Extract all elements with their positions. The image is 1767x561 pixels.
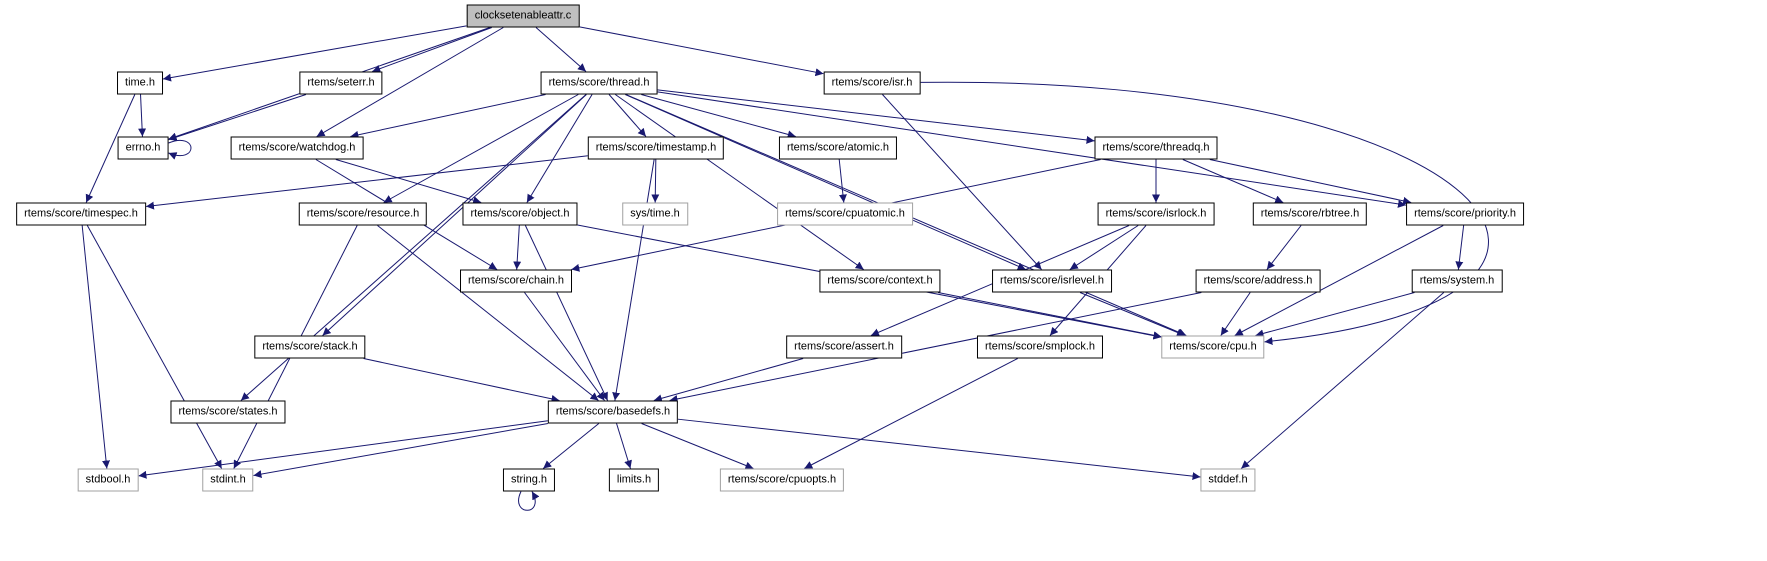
include-edge-thread-to-threadq	[657, 89, 1095, 144]
include-edge-assert-to-basedefs	[653, 358, 804, 403]
include-edge-timestamp-to-timespec	[145, 155, 589, 210]
include-edge-rbtree-to-address	[1266, 225, 1302, 270]
include-edge-basedefs-to-cpuopts	[641, 423, 754, 470]
graph-node-stack[interactable]: rtems/score/stack.h	[254, 335, 366, 359]
include-edge-resource-to-basedefs	[377, 225, 599, 401]
graph-node-isrlock[interactable]: rtems/score/isrlock.h	[1097, 202, 1215, 226]
include-edge-context-to-cpu	[937, 292, 1162, 340]
include-edge-basedefs-to-stddef	[677, 418, 1201, 481]
graph-node-resource[interactable]: rtems/score/resource.h	[298, 202, 428, 226]
graph-node-stddef[interactable]: stddef.h	[1200, 468, 1256, 492]
graph-node-object[interactable]: rtems/score/object.h	[462, 202, 578, 226]
graph-node-isrlevel[interactable]: rtems/score/isrlevel.h	[992, 269, 1112, 293]
include-edge-time-to-timespec	[85, 94, 136, 203]
include-edge-main-to-thread	[535, 27, 587, 72]
graph-node-cpu[interactable]: rtems/score/cpu.h	[1161, 335, 1265, 359]
include-edge-system-to-cpu	[1255, 292, 1415, 338]
include-edge-main-to-isr	[579, 26, 824, 77]
include-edge-object-to-chain	[513, 225, 522, 270]
include-edge-threadq-to-rbtree	[1182, 159, 1284, 204]
include-edge-errno-to-errno	[168, 140, 192, 160]
include-edge-address-to-basedefs	[669, 292, 1202, 403]
include-edge-thread-to-context	[615, 94, 864, 270]
graph-node-stdint[interactable]: stdint.h	[202, 468, 254, 492]
include-edge-isr-to-isrlevel	[882, 94, 1042, 270]
graph-node-address[interactable]: rtems/score/address.h	[1195, 269, 1321, 293]
include-edge-system-to-stddef	[1240, 292, 1445, 469]
graph-node-stdbool[interactable]: stdbool.h	[77, 468, 139, 492]
graph-node-system[interactable]: rtems/system.h	[1411, 269, 1503, 293]
graph-node-basedefs[interactable]: rtems/score/basedefs.h	[547, 400, 679, 424]
include-edge-timestamp-to-basedefs	[612, 159, 655, 401]
include-edge-watchdog-to-object	[335, 159, 482, 205]
include-edge-thread-to-priority	[657, 91, 1407, 208]
graph-node-chain[interactable]: rtems/score/chain.h	[460, 269, 572, 293]
graph-node-cpuopts[interactable]: rtems/score/cpuopts.h	[719, 468, 845, 492]
graph-node-watchdog[interactable]: rtems/score/watchdog.h	[230, 136, 364, 160]
include-edge-address-to-cpu	[1220, 292, 1251, 336]
include-edge-main-to-time	[162, 25, 467, 82]
include-edge-isr-to-cpu	[920, 81, 1489, 345]
graph-node-assert[interactable]: rtems/score/assert.h	[786, 335, 902, 359]
include-edge-string-to-string	[518, 491, 540, 511]
include-edge-main-to-seterr	[372, 27, 492, 73]
include-edge-isrlock-to-isrlevel	[1069, 225, 1139, 270]
include-edge-chain-to-basedefs	[524, 292, 605, 401]
include-edge-main-to-watchdog	[316, 27, 504, 137]
graph-node-atomic[interactable]: rtems/score/atomic.h	[778, 136, 898, 160]
graph-node-seterr[interactable]: rtems/seterr.h	[299, 71, 383, 95]
include-edge-basedefs-to-stdint	[253, 422, 549, 479]
include-edge-timespec-to-stdbool	[81, 225, 111, 469]
include-edge-atomic-to-cpuatomic	[838, 159, 847, 203]
include-edge-object-to-basedefs	[524, 225, 609, 401]
include-edge-time-to-errno	[138, 94, 147, 137]
graph-node-isr[interactable]: rtems/score/isr.h	[823, 71, 921, 95]
include-edge-thread-to-isrlevel	[625, 94, 1026, 270]
include-edge-thread-to-timestamp	[608, 94, 647, 137]
graph-node-main[interactable]: clocksetenableattr.c	[466, 4, 580, 28]
graph-node-smplock[interactable]: rtems/score/smplock.h	[976, 335, 1104, 359]
include-edge-stack-to-basedefs	[363, 358, 560, 403]
include-edge-thread-to-object	[526, 94, 593, 203]
graph-node-timestamp[interactable]: rtems/score/timestamp.h	[587, 136, 725, 160]
include-edge-basedefs-to-stdbool	[138, 420, 549, 479]
graph-node-rbtree[interactable]: rtems/score/rbtree.h	[1252, 202, 1368, 226]
include-edge-basedefs-to-limits	[616, 423, 632, 469]
include-edge-seterr-to-errno	[168, 94, 307, 141]
include-edge-basedefs-to-string	[542, 423, 600, 469]
include-edge-thread-to-atomic	[641, 94, 796, 139]
include-edge-priority-to-system	[1455, 225, 1465, 270]
graph-node-errno[interactable]: errno.h	[117, 136, 169, 160]
include-edge-smplock-to-cpuopts	[804, 358, 1018, 469]
include-edge-isrlevel-to-cpu	[1079, 292, 1186, 337]
include-edge-thread-to-watchdog	[350, 94, 546, 139]
graph-node-time[interactable]: time.h	[117, 71, 163, 95]
graph-node-context[interactable]: rtems/score/context.h	[819, 269, 941, 293]
include-edge-timestamp-to-systime	[651, 159, 660, 203]
graph-node-threadq[interactable]: rtems/score/threadq.h	[1094, 136, 1218, 160]
graph-node-states[interactable]: rtems/score/states.h	[170, 400, 286, 424]
include-edge-thread-to-resource	[383, 94, 579, 203]
graph-node-string[interactable]: string.h	[502, 468, 556, 492]
graph-node-systime[interactable]: sys/time.h	[622, 202, 688, 226]
include-edge-timespec-to-stdint	[86, 225, 223, 469]
graph-node-priority[interactable]: rtems/score/priority.h	[1406, 202, 1524, 226]
include-edge-priority-to-cpu	[1234, 225, 1444, 336]
graph-node-limits[interactable]: limits.h	[608, 468, 660, 492]
graph-node-thread[interactable]: rtems/score/thread.h	[540, 71, 658, 95]
graph-node-timespec[interactable]: rtems/score/timespec.h	[16, 202, 146, 226]
graph-node-cpuatomic[interactable]: rtems/score/cpuatomic.h	[777, 202, 913, 226]
include-edge-thread-to-stack	[322, 94, 587, 336]
include-edge-threadq-to-priority	[1209, 159, 1412, 205]
